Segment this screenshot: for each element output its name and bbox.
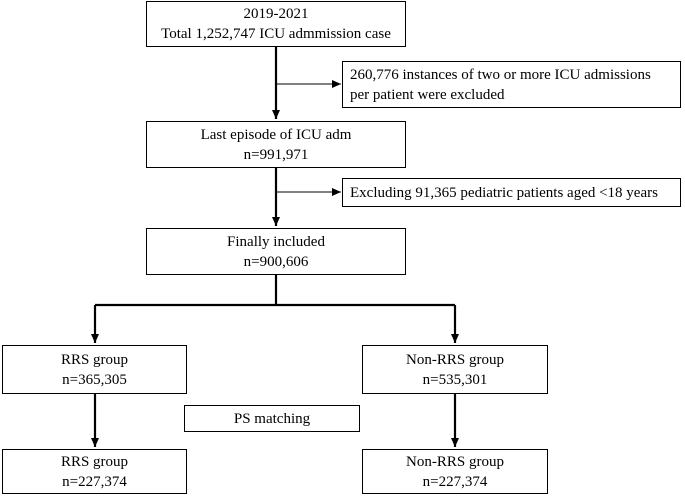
exclusion2-text: Excluding 91,365 pediatric patients aged…	[350, 184, 658, 201]
exclusion1-line2: per patient were excluded	[350, 86, 505, 103]
ps-matching-box: PS matching	[184, 405, 360, 432]
non-rrs-matched-count: n=227,374	[422, 473, 488, 490]
last-episode-box: Last episode of ICU adm n=991,971	[146, 121, 406, 168]
final-box: Finally included n=900,606	[146, 228, 406, 275]
non-rrs-group-box: Non-RRS group n=535,301	[362, 345, 548, 394]
exclusion1-box: 260,776 instances of two or more ICU adm…	[342, 61, 681, 108]
rrs-group-box: RRS group n=365,305	[2, 345, 187, 394]
start-period: 2019-2021	[243, 6, 309, 22]
non-rrs-group-count: n=535,301	[422, 371, 488, 388]
rrs-group-count: n=365,305	[62, 371, 127, 388]
exclusion1-line1: 260,776 instances of two or more ICU adm…	[350, 66, 651, 83]
exclusion2-box: Excluding 91,365 pediatric patients aged…	[342, 178, 681, 207]
non-rrs-matched-box: Non-RRS group n=227,374	[362, 449, 548, 494]
rrs-matched-label: RRS group	[60, 453, 129, 470]
non-rrs-matched-label: Non-RRS group	[406, 453, 504, 470]
last-episode-count: n=991,971	[243, 146, 309, 163]
start-box: 2019-2021 Total 1,252,747 ICU admmission…	[146, 1, 406, 47]
rrs-matched-count: n=227,374	[62, 473, 127, 490]
non-rrs-group-label: Non-RRS group	[406, 351, 504, 368]
final-label: Finally included	[227, 233, 325, 250]
start-total: Total 1,252,747 ICU admmission case	[161, 26, 391, 42]
ps-matching-label: PS matching	[233, 410, 311, 427]
final-count: n=900,606	[243, 253, 309, 270]
rrs-group-label: RRS group	[60, 351, 129, 368]
last-episode-label: Last episode of ICU adm	[200, 126, 352, 143]
rrs-matched-box: RRS group n=227,374	[2, 449, 187, 494]
